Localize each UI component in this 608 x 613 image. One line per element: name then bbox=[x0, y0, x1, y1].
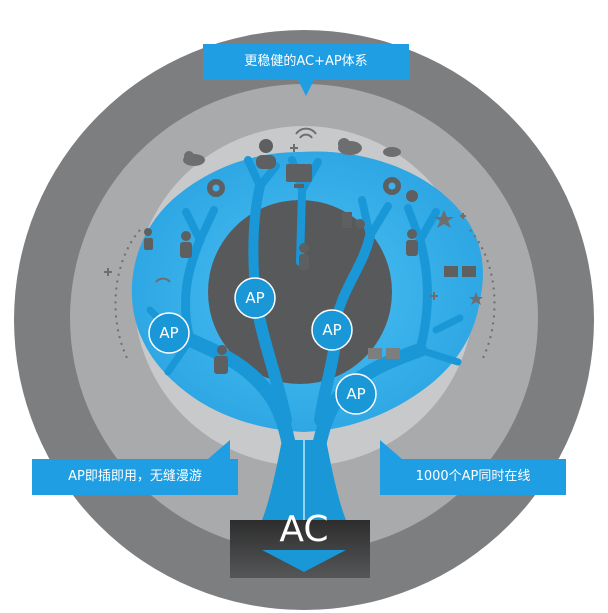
computer-icon bbox=[368, 348, 400, 359]
cloud-icon bbox=[183, 151, 205, 166]
person-icon bbox=[214, 345, 228, 374]
person-icon bbox=[180, 231, 192, 258]
person-icon bbox=[256, 139, 276, 169]
ac-label: AC bbox=[279, 509, 329, 550]
ap-node-4 bbox=[335, 373, 377, 415]
computer-icon bbox=[286, 164, 312, 188]
star-icon bbox=[469, 292, 483, 305]
callout-concurrent-aps: 1000个AP同时在线 bbox=[380, 459, 566, 495]
dotted-orbit-right bbox=[469, 229, 496, 361]
computer-icon bbox=[444, 266, 476, 277]
ap-node-2 bbox=[148, 312, 190, 354]
ap-label: AP bbox=[346, 385, 366, 403]
callout-plug-and-play: AP即插即用，无缝漫游 bbox=[32, 459, 238, 495]
gear-icon bbox=[406, 190, 418, 202]
gear-icon bbox=[207, 179, 225, 197]
plus-icon bbox=[104, 144, 466, 300]
gear-icon bbox=[383, 177, 401, 195]
ap-label: AP bbox=[322, 321, 342, 339]
ap-node-1 bbox=[234, 277, 276, 319]
ap-node-3 bbox=[311, 309, 353, 351]
wifi-icon bbox=[155, 277, 171, 283]
ac-base-arrow bbox=[262, 550, 346, 572]
callout-right-pointer bbox=[380, 440, 402, 459]
cloud-icon bbox=[383, 147, 401, 157]
star-icon bbox=[434, 210, 454, 228]
network-icon bbox=[342, 212, 365, 229]
person-icon bbox=[299, 243, 309, 270]
cloud-icon bbox=[338, 138, 362, 155]
dotted-orbit-left bbox=[114, 229, 141, 361]
callout-left-pointer bbox=[208, 440, 230, 459]
wifi-icon bbox=[295, 127, 317, 139]
callout-stable-system: 更稳健的AC+AP体系 bbox=[203, 44, 409, 80]
ap-label: AP bbox=[159, 324, 179, 342]
ap-label: AP bbox=[245, 289, 265, 307]
person-icon bbox=[406, 229, 418, 256]
callout-top-pointer bbox=[298, 80, 314, 96]
person-icon bbox=[144, 228, 153, 250]
